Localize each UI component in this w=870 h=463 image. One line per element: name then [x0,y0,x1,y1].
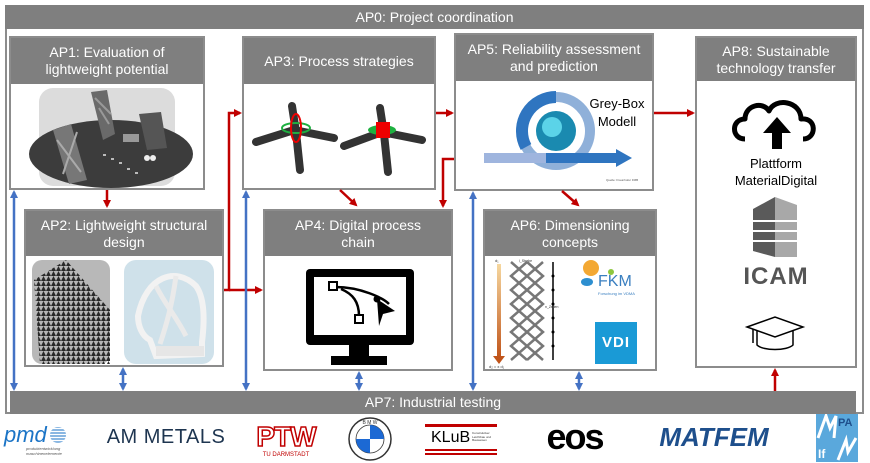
ap2-images [26,256,222,365]
ap6-box[interactable]: AP6: Dimensioning concepts d₁ l_Strebe n… [483,209,657,371]
ap3-box[interactable]: AP3: Process strategies [242,36,436,190]
partner-logo-ptw[interactable]: PTW TU DARMSTADT [252,417,320,463]
ap3-title: AP3: Process strategies [244,38,434,84]
ptw-sub: TU DARMSTADT [262,452,310,458]
bmw-roundel-icon: B M W [348,417,392,461]
monitor-bezier-icon [306,269,414,365]
partner-logo-matfem[interactable]: MATFEM [652,420,776,454]
ap3-image [244,84,434,188]
svg-text:PA: PA [838,417,853,429]
partner-logo-am-metals[interactable]: AM METALS [104,420,228,454]
strut-node-2 [340,104,426,176]
ap5-body: Grey-Box Modell Quelle: Fraunhofer FMB [456,81,652,189]
ap6-label-lstrebe: l_Strebe [519,259,532,263]
klub-sub: Konstruktiver Leichtbau und Bauweisen [472,431,491,443]
matfem-name: MATFEM [659,421,769,452]
partner-logo-mpa-ifw[interactable]: PA If [816,414,858,462]
eos-name: eos [546,416,604,457]
klub-name: KLuB [431,428,471,446]
vdi-logo-icon [595,322,637,364]
ap6-body: d₁ l_Strebe n_Zellen d₂ = x d₁ FKM Forsc… [485,256,655,369]
icam-logo-icon [753,197,797,257]
partner-logo-bmw[interactable]: B M W [345,416,395,462]
cloud-upload-icon [732,100,816,149]
grey-box-model-icon: Quelle: Fraunhofer FMB [484,91,638,182]
ap7-industrial-testing-bar[interactable]: AP7: Industrial testing [10,391,856,414]
ap4-box[interactable]: AP4: Digital process chain [263,209,453,371]
ap4-title: AP4: Digital process chain [265,211,451,256]
partner-logo-klub[interactable]: KLuB Konstruktiver Leichtbau und Bauweis… [425,418,497,460]
svg-text:B M W: B M W [363,420,378,426]
ap8-box[interactable]: AP8: Sustainable technology transfer Pla… [695,36,857,368]
am-metals-name: AM METALS [106,425,226,448]
partner-logo-pmd[interactable]: pmd produktentwicklung maschinenelemente [4,418,76,462]
ap8-body: Plattform MaterialDigital ICAM [697,81,855,366]
ap2-title: AP2: Lightweight structural design [26,211,222,256]
strut-node-1 [252,102,338,174]
ap6-label-d2: d₂ = x d₁ [489,364,505,369]
pmd-globe-icon [49,427,66,443]
lattice-structure-image [32,260,110,364]
pmd-name: pmd [4,422,47,447]
fkm-name: FKM [598,273,632,290]
ap1-title: AP1: Evaluation of lightweight potential [11,38,203,84]
ap6-label-nzellen: n_Zellen [545,305,558,309]
ap8-platform-label: Plattform MaterialDigital [734,156,818,188]
ap6-title: AP6: Dimensioning concepts [485,211,655,256]
fkm-sub: Forschung im VDMA [598,291,635,296]
graduation-cap-icon [744,316,806,351]
mpa-ifw-logo-icon: PA If [816,414,858,462]
icam-label: ICAM [743,263,809,290]
ap1-image [11,84,203,188]
ap6-label-d1: d₁ [495,258,499,263]
ap8-title: AP8: Sustainable technology transfer [697,38,855,81]
ap2-box[interactable]: AP2: Lightweight structural design [24,209,224,367]
ap5-box[interactable]: AP5: Reliability assessment and predicti… [454,33,654,191]
ptw-name: PTW [256,421,318,453]
partner-logo-eos[interactable]: eos [532,418,617,456]
ap5-source-text: Quelle: Fraunhofer FMB [606,178,638,182]
vdi-label: VDI [601,334,630,351]
fkm-logo-icon [581,260,614,286]
ap5-grey-box-caption: Grey-Box Modell [589,96,645,129]
ap0-project-coordination-bar[interactable]: AP0: Project coordination [5,5,864,29]
topology-optimized-image [124,260,214,364]
ap4-body [265,256,451,369]
ap5-title: AP5: Reliability assessment and predicti… [456,35,652,81]
pmd-sub: produktentwicklung maschinenelemente [26,446,62,456]
ap1-box[interactable]: AP1: Evaluation of lightweight potential [9,36,205,190]
svg-text:If: If [818,447,826,461]
